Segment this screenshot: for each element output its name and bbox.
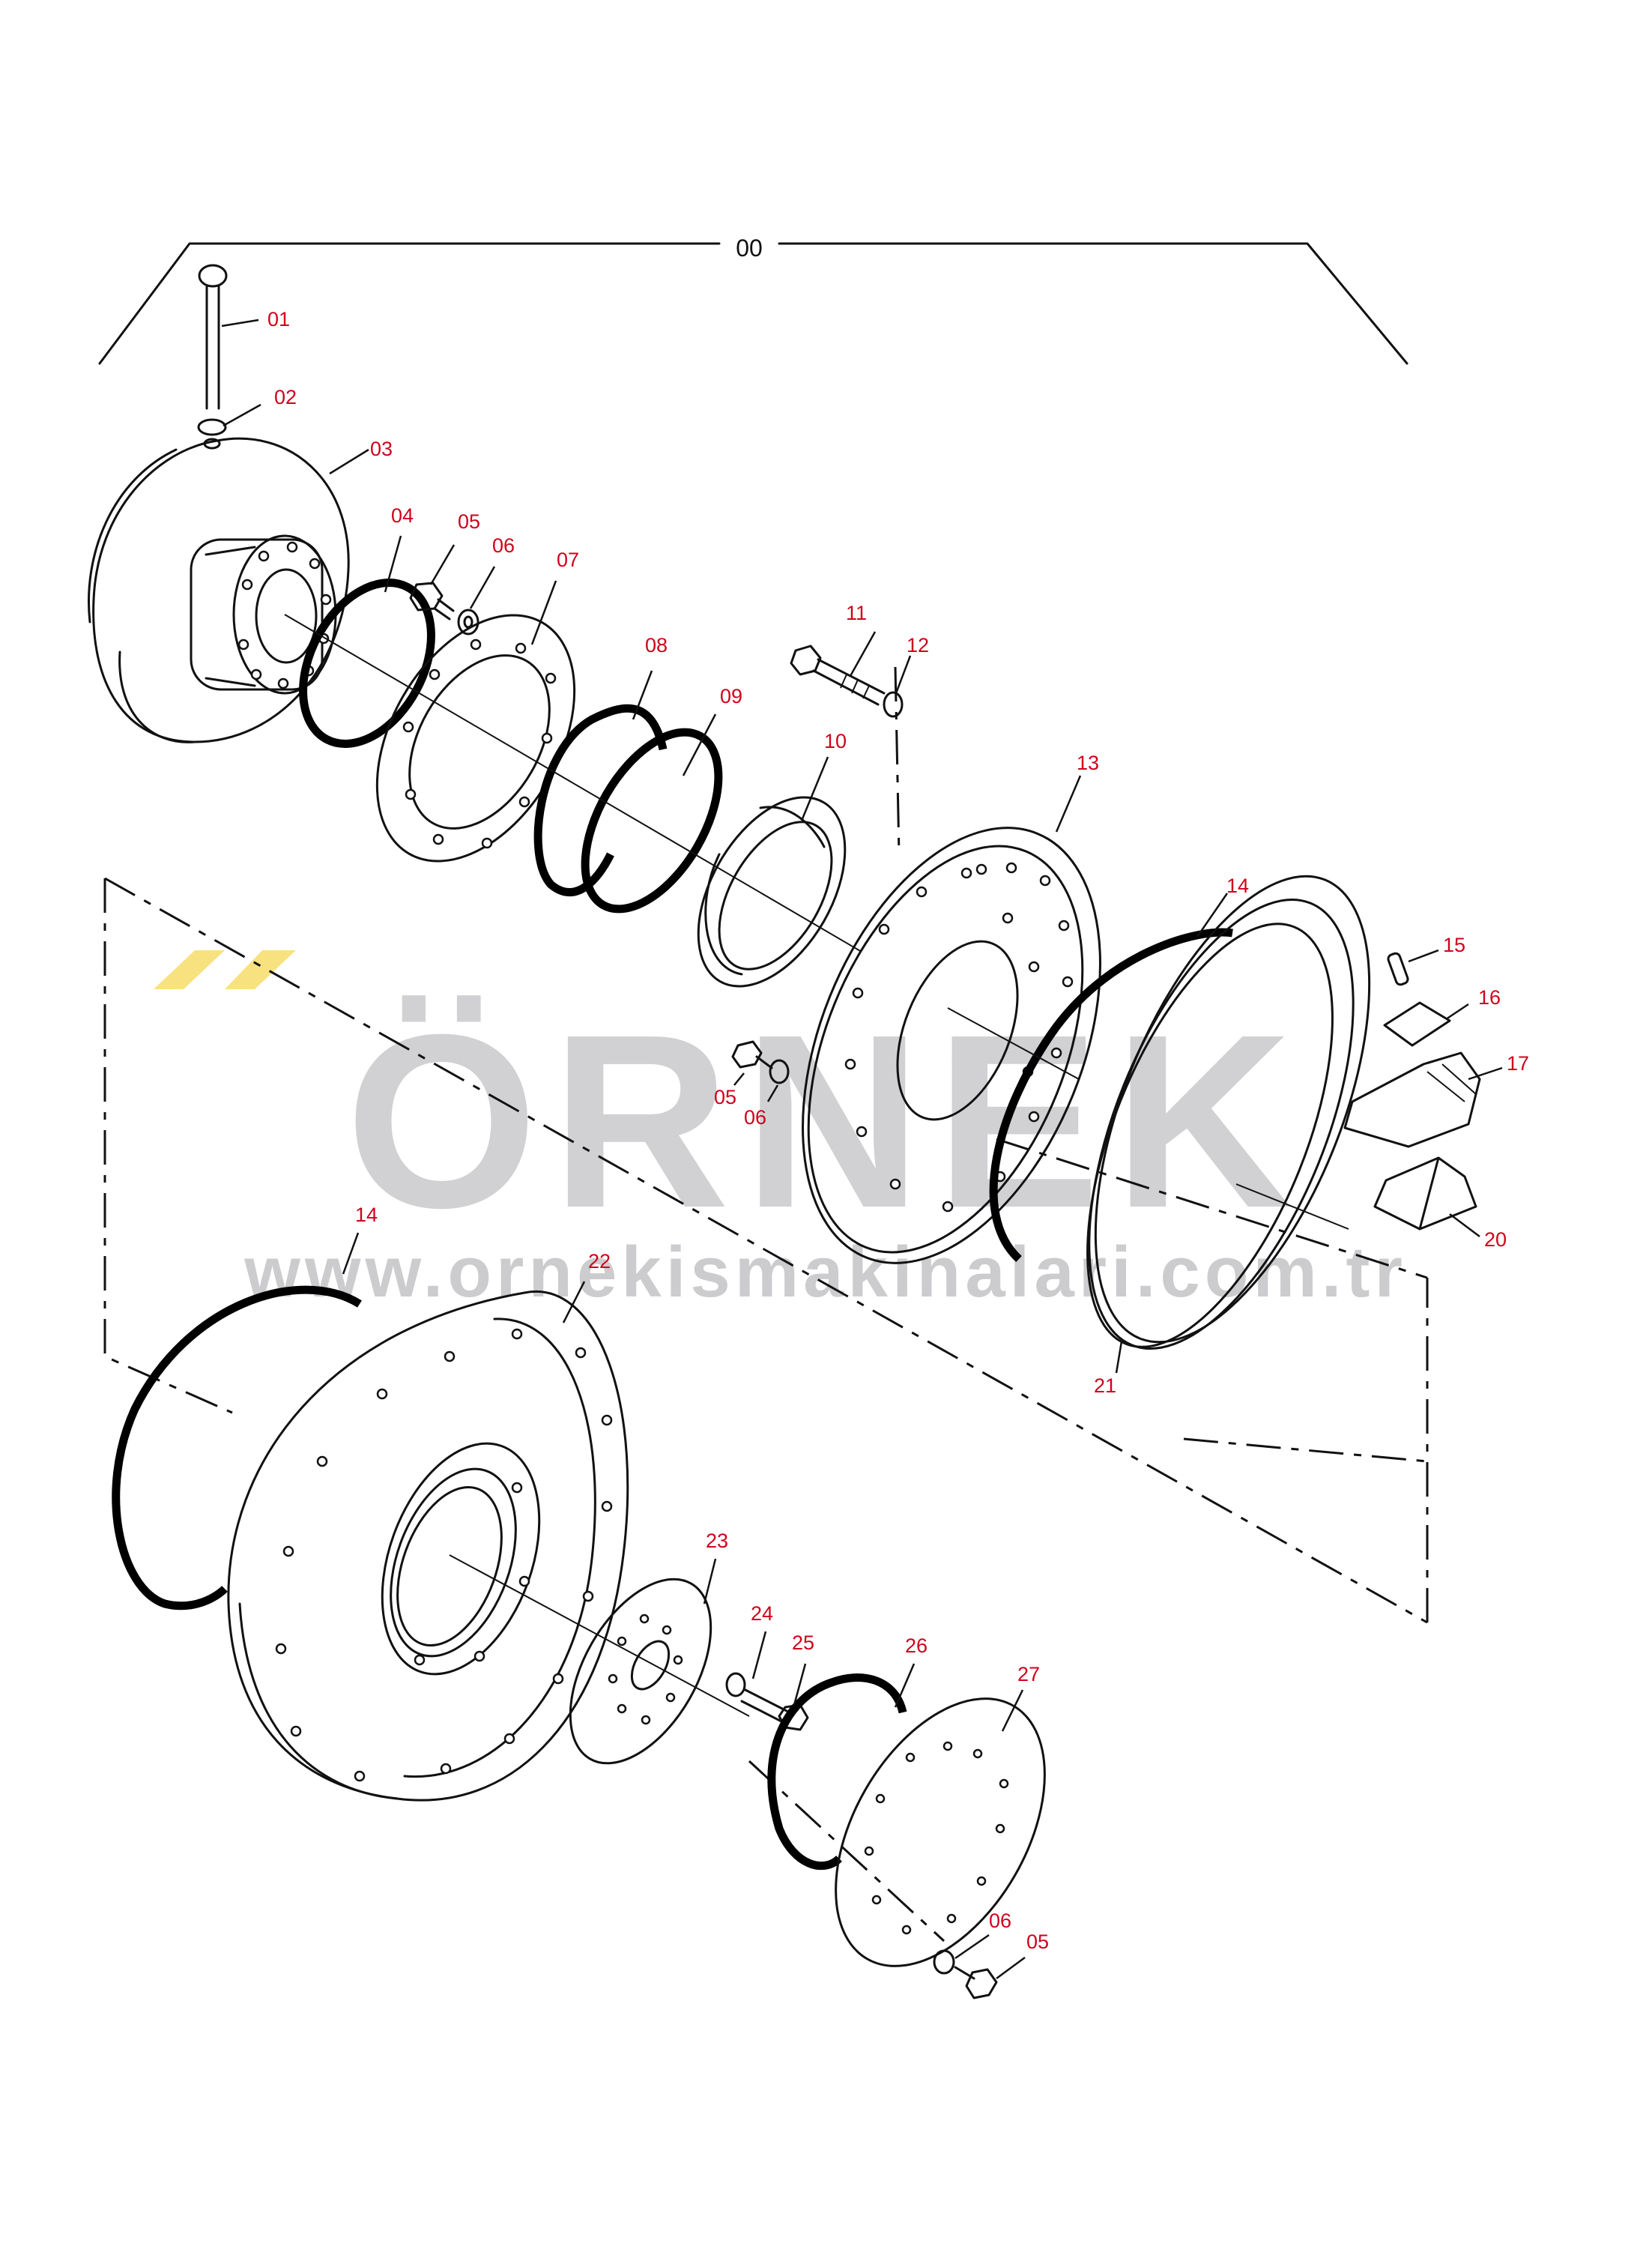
part-06-washer-upper: [457, 609, 479, 636]
callout-21: 21: [1094, 1374, 1116, 1397]
callout-14-lower: 14: [355, 1204, 378, 1226]
callout-labels: 01 02 03 04 05 06 07 08 09 10 11 12 13 1…: [267, 308, 1529, 1953]
callout-06: 06: [492, 534, 515, 557]
assembly-bracket: 00: [98, 235, 1409, 365]
part-10-bearing-race: [697, 796, 847, 988]
callout-06-lower: 06: [989, 1910, 1011, 1932]
callout-22: 22: [588, 1250, 611, 1273]
callout-20: 20: [1484, 1228, 1507, 1251]
watermark-brand: ÖRNEK: [345, 982, 1306, 1259]
part-01-bolt: [198, 264, 228, 410]
callout-11: 11: [846, 602, 867, 624]
callout-25: 25: [792, 1631, 814, 1654]
part-08-seal-ring: [533, 704, 668, 897]
callout-03: 03: [370, 438, 393, 460]
callout-16: 16: [1478, 986, 1501, 1009]
part-22-housing: [227, 1290, 629, 1802]
callout-27: 27: [1017, 1663, 1040, 1685]
part-06-washer-middle: [769, 1059, 790, 1084]
callout-12: 12: [907, 634, 929, 656]
callout-10: 10: [824, 730, 847, 752]
plate-bolt-holes: [402, 639, 557, 849]
callout-05: 05: [458, 510, 480, 533]
part-09-seal-ring: [581, 728, 723, 914]
callout-13: 13: [1077, 752, 1099, 774]
callout-08: 08: [645, 634, 668, 656]
part-26-o-ring: [767, 1673, 907, 1871]
assembly-label: 00: [736, 235, 763, 262]
callout-26: 26: [905, 1634, 928, 1657]
callout-06-middle: 06: [744, 1106, 766, 1129]
callout-14-upper: 14: [1226, 875, 1249, 897]
callout-01: 01: [267, 308, 290, 330]
watermark-url: www.ornekismakinalari.com.tr: [243, 1232, 1407, 1312]
part-27-cover-plate: [835, 1697, 1046, 1967]
callout-09: 09: [720, 685, 742, 707]
part-15-pin: [1387, 952, 1409, 986]
part-12-washer: [883, 691, 904, 718]
part-06-washer-lower: [933, 1949, 955, 1975]
part-24-washer: [725, 1672, 746, 1697]
part-05-bolt-middle: [731, 1040, 773, 1069]
callout-07: 07: [557, 549, 579, 571]
part-03-hub-flange: [88, 437, 350, 743]
disk-bolt-holes: [844, 862, 1074, 1213]
part-07-retainer-plate: [375, 614, 576, 863]
housing-bolt-holes: [275, 1328, 613, 1782]
callout-05-middle: 05: [714, 1086, 736, 1108]
axis-lines: [284, 614, 1349, 1717]
leader-lines: [221, 319, 1503, 1980]
callout-17: 17: [1507, 1052, 1529, 1075]
callout-15: 15: [1443, 934, 1465, 956]
callout-05-lower: 05: [1026, 1931, 1049, 1953]
part-11-bolt: [790, 645, 886, 706]
part-21-ring-band: [1086, 875, 1371, 1350]
part-05-bolt-lower: [954, 1966, 998, 1999]
part-23-spacer-disk: [569, 1578, 712, 1765]
callout-23: 23: [706, 1530, 728, 1552]
callout-24: 24: [751, 1602, 773, 1625]
part-04-o-ring: [299, 579, 435, 748]
callout-02: 02: [274, 386, 297, 408]
part-16-plate: [1383, 1001, 1451, 1047]
dashed-frame: [103, 666, 1429, 1942]
callout-04: 04: [391, 504, 414, 527]
part-14-o-ring-lower: [112, 1285, 362, 1611]
part-17-shoe: [1343, 1051, 1481, 1148]
part-14-o-ring-upper: [989, 928, 1233, 1263]
part-20-block: [1373, 1156, 1477, 1231]
part-05-bolt-upper: [409, 582, 455, 621]
part-13-cover-disk: [802, 827, 1101, 1264]
